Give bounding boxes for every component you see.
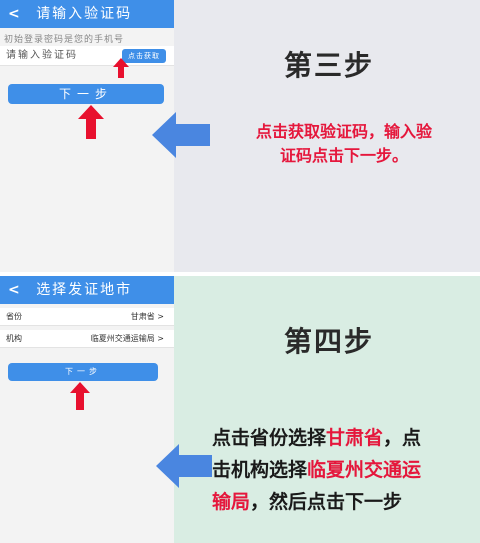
desc-highlight: 甘肃省: [326, 427, 384, 449]
step4-title: 第四步: [284, 325, 375, 358]
step4-desc-line1: 点击省份选择甘肃省，点: [212, 422, 476, 454]
step3-header-title: 请输入验证码: [36, 6, 133, 22]
step3-header: < 请输入验证码: [0, 0, 174, 28]
desc-text: 点击省份选择: [212, 427, 327, 449]
step4-header-title: 选择发证地市: [36, 282, 133, 298]
step4-desc-line3: 输局，然后点击下一步: [212, 486, 476, 518]
back-icon[interactable]: <: [8, 282, 22, 298]
step4-phone-screen: < 选择发证地市 省份 甘肃省 > 机构 临夏州交通运输局 > 下一步: [0, 276, 174, 543]
step3-desc-line2: 证码点击下一步。: [279, 146, 408, 165]
step4-panel: < 选择发证地市 省份 甘肃省 > 机构 临夏州交通运输局 > 下一步 第四步 …: [0, 276, 480, 543]
agency-row[interactable]: 机构 临夏州交通运输局 >: [0, 330, 174, 348]
back-icon[interactable]: <: [8, 6, 22, 22]
red-arrow-up-icon: [78, 105, 104, 139]
step3-phone-screen: < 请输入验证码 初始登录密码是您的手机号 请输入验证码 点击获取 下一步: [0, 0, 174, 272]
blue-arrow-left-icon: [152, 112, 210, 158]
step3-desc-line1: 点击获取验证码，输入验: [255, 122, 432, 141]
code-row: 请输入验证码 点击获取: [0, 46, 174, 66]
code-input[interactable]: 请输入验证码: [6, 50, 78, 61]
red-arrow-up-icon: [70, 382, 90, 410]
red-arrow-up-icon: [113, 58, 129, 78]
step4-description: 点击省份选择甘肃省，点 击机构选择临夏州交通运 输局，然后点击下一步: [212, 422, 476, 518]
step4-desc-line2: 击机构选择临夏州交通运: [212, 454, 476, 486]
step3-next-button[interactable]: 下一步: [8, 84, 164, 104]
step3-panel: < 请输入验证码 初始登录密码是您的手机号 请输入验证码 点击获取 下一步 第三…: [0, 0, 480, 272]
password-hint: 初始登录密码是您的手机号: [4, 35, 125, 45]
desc-text: ，点: [383, 427, 422, 449]
desc-highlight: 输局: [212, 491, 251, 513]
step3-title: 第三步: [284, 49, 375, 82]
desc-text: 击机构选择: [212, 459, 308, 481]
province-value: 甘肃省 >: [130, 312, 164, 321]
step3-description: 点击获取验证码，输入验 证码点击下一步。: [212, 120, 476, 168]
get-code-button[interactable]: 点击获取: [122, 49, 166, 63]
province-row[interactable]: 省份 甘肃省 >: [0, 308, 174, 326]
agency-value: 临夏州交通运输局 >: [90, 334, 164, 343]
desc-text: ，然后点击下一步: [250, 491, 403, 513]
blue-arrow-left-icon: [156, 444, 212, 488]
province-label: 省份: [6, 312, 22, 321]
step4-next-button[interactable]: 下一步: [8, 363, 158, 381]
desc-highlight: 临夏州交通运: [307, 459, 422, 481]
agency-label: 机构: [6, 334, 22, 343]
step4-header: < 选择发证地市: [0, 276, 174, 304]
